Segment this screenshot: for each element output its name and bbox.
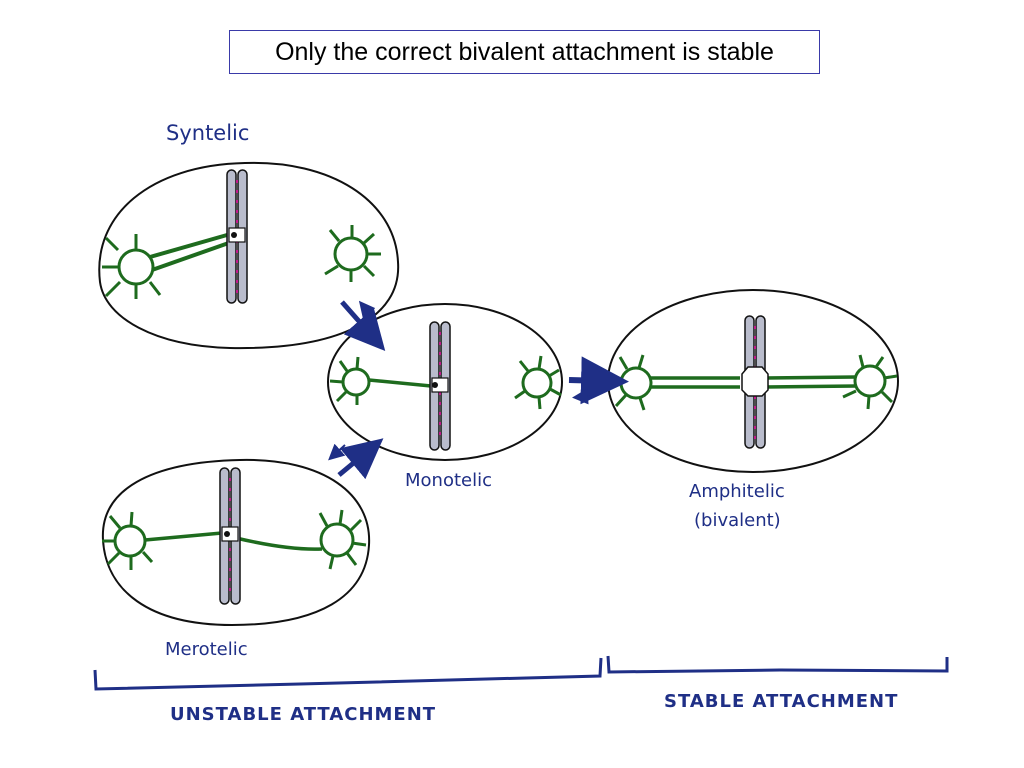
centrosome-left xyxy=(102,234,162,299)
merotelic-cell xyxy=(101,458,371,627)
centrosome-right xyxy=(514,355,562,410)
amphitelic-sublabel: (bivalent) xyxy=(694,510,781,531)
spindle-fibers xyxy=(149,231,241,272)
centrosome-left xyxy=(102,511,154,570)
arrow-monotelic-to-syntelic xyxy=(358,300,376,319)
centrosome-left xyxy=(329,356,371,405)
syntelic-label: Syntelic xyxy=(166,121,249,145)
cell-membrane xyxy=(101,458,371,627)
centrosome-right xyxy=(318,509,367,570)
amphitelic-cell xyxy=(607,289,899,473)
arrow-merotelic-to-monotelic xyxy=(337,438,384,480)
spindle-fibers xyxy=(650,375,857,389)
chromosome xyxy=(429,321,451,451)
spindle-fibers xyxy=(144,531,323,551)
arrow-syntelic-to-monotelic xyxy=(340,300,386,351)
arrow-monotelic-to-amphitelic xyxy=(568,356,629,405)
slide-title: Only the correct bivalent attachment is … xyxy=(229,30,820,74)
amphitelic-label: Amphitelic xyxy=(689,481,785,502)
cell-membrane xyxy=(327,303,563,461)
syntelic-cell xyxy=(98,161,400,350)
chromosome xyxy=(226,169,248,304)
merotelic-label: Merotelic xyxy=(165,639,248,660)
monotelic-cell xyxy=(327,303,563,461)
unstable-bracket xyxy=(93,657,603,691)
transition-arrows xyxy=(328,300,629,480)
centrosome-right xyxy=(842,354,898,410)
arrow-amphitelic-to-monotelic xyxy=(572,388,595,405)
arrow-monotelic-to-merotelic xyxy=(328,443,346,461)
monotelic-label: Monotelic xyxy=(405,470,492,491)
centrosome-right xyxy=(324,225,381,282)
cell-membrane xyxy=(98,161,400,350)
chromosome xyxy=(741,315,769,449)
stable-attachment-label: STABLE ATTACHMENT xyxy=(664,691,898,712)
group-brackets xyxy=(93,655,949,691)
chromosome xyxy=(219,467,241,605)
spindle-fiber xyxy=(368,378,432,388)
centrosome-left xyxy=(608,354,653,411)
stable-bracket xyxy=(606,655,949,674)
unstable-attachment-label: UNSTABLE ATTACHMENT xyxy=(170,704,436,725)
